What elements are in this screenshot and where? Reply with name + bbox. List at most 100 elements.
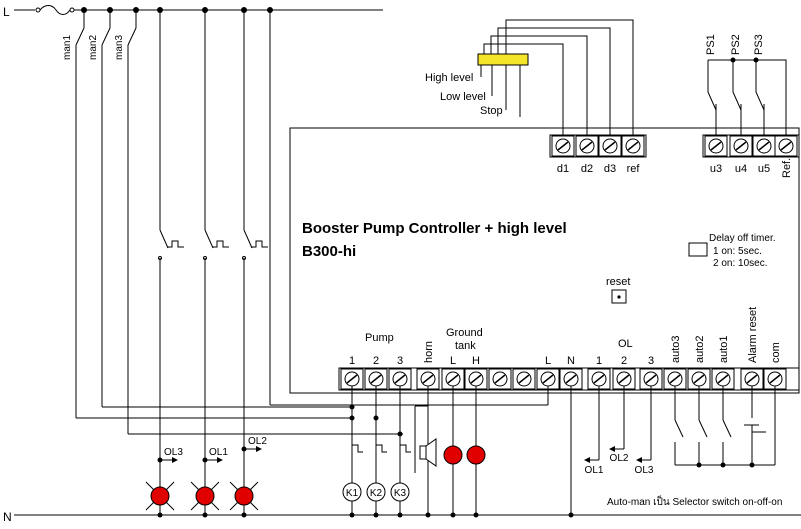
float-switch-body	[477, 53, 529, 66]
terminal-label-d2: d2	[581, 163, 593, 175]
bottom-terminal-13	[639, 368, 663, 390]
pump-group-label: Pump	[365, 332, 394, 344]
ground-tank-label-line2: tank	[455, 340, 476, 352]
pressure-switch-label-3: PS3	[753, 34, 765, 55]
bottom-terminal-12	[612, 368, 636, 390]
terminal-d1	[551, 135, 575, 157]
bottom-label-horn: horn	[423, 341, 435, 363]
contactor-label-k2: K2	[370, 488, 383, 499]
ol-auto-wiring	[584, 386, 776, 468]
reset-button-dot	[617, 295, 621, 299]
float-switch-wires	[480, 19, 634, 135]
bottom-label-6: H	[472, 355, 480, 367]
overload-label-right-2: OL2	[610, 453, 629, 464]
contactor-coil-k2: K2	[366, 482, 386, 502]
bottom-terminal-15	[687, 368, 711, 390]
bottom-terminal-11	[587, 368, 611, 390]
float-low-label: Low level	[440, 91, 486, 103]
bottom-label-3: 3	[397, 355, 403, 367]
ground-tank-lamp-l	[443, 445, 463, 465]
bottom-terminal-1	[340, 368, 364, 390]
bottom-terminal-17	[740, 368, 764, 390]
contactor-label-k3: K3	[394, 488, 407, 499]
terminal-ref	[621, 135, 645, 157]
ps-terminal-3	[752, 135, 776, 157]
reset-label: reset	[606, 276, 630, 288]
pressure-switch-label-1: PS1	[705, 34, 717, 55]
manual-switches	[75, 7, 273, 434]
contactor-coil-k3: K3	[390, 482, 410, 502]
ps-terminal-label-ref: Ref.	[781, 158, 793, 178]
overload-label-right-1: OL1	[585, 465, 604, 476]
man2-label: man2	[88, 35, 99, 60]
bottom-label-alarm-reset: Alarm reset	[747, 307, 759, 363]
ps-terminal-4	[774, 135, 798, 157]
terminal-label-d1: d1	[557, 163, 569, 175]
delay-timer-heading: Delay off timer.	[709, 233, 776, 244]
contactor-coil-k1: K1	[342, 482, 362, 502]
live-rail	[14, 5, 383, 15]
pump-lamp-1	[145, 481, 175, 511]
ground-tank-label-line1: Ground	[446, 327, 483, 339]
float-stop-label: Stop	[480, 105, 503, 117]
ps-terminal-label-u3: u3	[710, 163, 722, 175]
bottom-label-1: 1	[349, 355, 355, 367]
bottom-label-8: N	[567, 355, 575, 367]
terminal-label-d3: d3	[604, 163, 616, 175]
lamp-branches	[158, 10, 549, 515]
ps-terminal-1	[704, 135, 728, 157]
bottom-terminal-7	[488, 368, 512, 390]
live-line-label: L	[3, 5, 10, 19]
bottom-label-auto2: auto2	[694, 335, 706, 363]
overload-label-left-ol3: OL3	[164, 447, 183, 458]
pressure-switch-wires	[707, 57, 787, 135]
ol-group-label: OL	[618, 338, 633, 350]
contactor-contacts	[352, 444, 411, 453]
neutral-rail-dots	[157, 512, 574, 518]
bottom-terminal-6	[464, 368, 488, 390]
selector-note: Auto-man เป็น Selector switch on-off-on	[607, 494, 782, 508]
controller-model: B300-hi	[302, 243, 356, 260]
bottom-terminal-10	[559, 368, 583, 390]
pump-lamp-2	[190, 481, 220, 511]
contactor-label-k1: K1	[346, 488, 359, 499]
overload-contact-left-2: OL1	[202, 447, 228, 463]
terminal-label-ref: ref	[627, 163, 641, 175]
bottom-label-11: 3	[648, 355, 654, 367]
ps-terminal-label-u4: u4	[735, 163, 747, 175]
bottom-terminal-3	[388, 368, 412, 390]
overload-contact-left-3: OL2	[241, 436, 267, 452]
controller-title: Booster Pump Controller + high level	[302, 220, 567, 237]
ps-terminal-2	[729, 135, 753, 157]
bottom-terminal-8	[512, 368, 536, 390]
man3-label: man3	[114, 35, 125, 60]
ground-tank-lamp-h	[466, 445, 486, 465]
overload-label-right-3: OL3	[635, 465, 654, 476]
bottom-terminal-18	[763, 368, 787, 390]
bottom-label-auto3: auto3	[670, 335, 682, 363]
neutral-line-label: N	[3, 510, 12, 524]
controller-box	[289, 127, 800, 394]
bottom-terminal-9	[536, 368, 560, 390]
ps-terminal-label-u5: u5	[758, 163, 770, 175]
dip-switch[interactable]	[688, 242, 708, 257]
terminal-d3	[598, 135, 622, 157]
pump-lamp-3	[229, 481, 259, 511]
overload-contact-left-1: OL3	[157, 447, 183, 463]
bottom-label-com: com	[770, 342, 782, 363]
pressure-switch-label-2: PS2	[730, 34, 742, 55]
bottom-label-5: L	[450, 355, 456, 367]
bottom-label-2: 2	[373, 355, 379, 367]
float-high-label: High level	[425, 72, 473, 84]
bottom-label-10: 2	[621, 355, 627, 367]
delay-timer-option1: 1 on: 5sec.	[713, 246, 762, 257]
bottom-label-auto1: auto1	[718, 335, 730, 363]
terminal-d2	[575, 135, 599, 157]
bottom-label-9: 1	[596, 355, 602, 367]
bottom-label-7: L	[545, 355, 551, 367]
bottom-terminal-2	[364, 368, 388, 390]
overload-label-left-ol1: OL1	[209, 447, 228, 458]
overload-label-left-ol2: OL2	[248, 436, 267, 447]
delay-timer-option2: 2 on: 10sec.	[713, 258, 767, 269]
